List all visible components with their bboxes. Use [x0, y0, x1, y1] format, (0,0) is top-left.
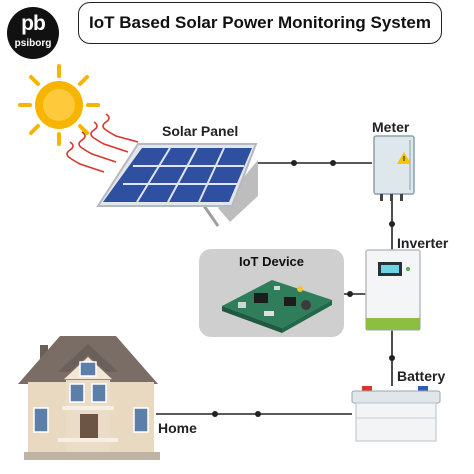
meter-icon [373, 135, 415, 201]
logo-mark: pb [21, 12, 46, 35]
house-icon [18, 336, 160, 460]
label-home: Home [158, 420, 197, 436]
brand-logo: pb psiborg [7, 7, 59, 59]
label-inverter: Inverter [397, 235, 449, 251]
label-battery: Battery [397, 368, 446, 384]
label-solar-panel: Solar Panel [162, 123, 239, 139]
solar-panel-icon [96, 143, 258, 227]
inverter-icon [365, 249, 421, 331]
page-title: IoT Based Solar Power Monitoring System [89, 13, 431, 32]
battery-icon [351, 386, 441, 442]
logo-name: psiborg [14, 38, 52, 49]
label-meter: Meter [372, 119, 410, 135]
heat-rays-icon [66, 113, 139, 173]
title-box: IoT Based Solar Power Monitoring System [78, 2, 442, 44]
iot-device-panel: IoT Device [199, 249, 344, 337]
label-iot-device: IoT Device [238, 254, 305, 269]
wire-junctions [212, 160, 395, 417]
sun-icon [18, 64, 100, 146]
